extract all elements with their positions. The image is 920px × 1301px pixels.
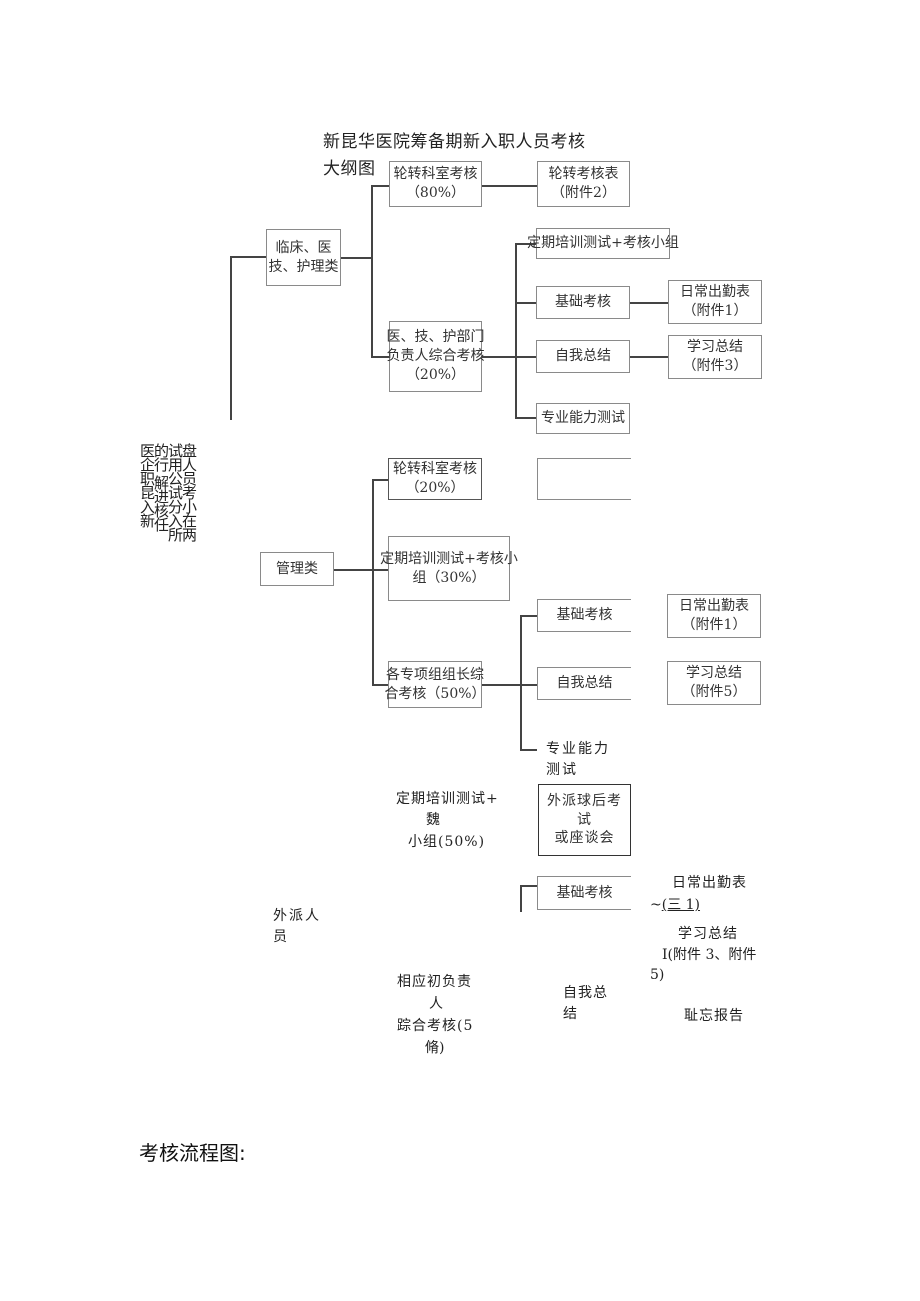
node-line: 基础考核 bbox=[555, 294, 611, 311]
node-line: 轮转考核表 bbox=[548, 166, 619, 183]
node-line: 学习总结 bbox=[687, 339, 743, 356]
node-line: 试 bbox=[577, 811, 592, 828]
node-line: 轮转科室考核 bbox=[393, 461, 477, 478]
node-line: （附件1） bbox=[682, 303, 748, 319]
node-line: 基础考核 bbox=[556, 607, 613, 624]
node-line: 技、护理类 bbox=[268, 258, 339, 275]
node-line: 临床、医 bbox=[275, 239, 332, 256]
clinical-professional-node: 专业能力测试 bbox=[536, 403, 630, 434]
node-line: 日常出勤表 bbox=[679, 598, 749, 615]
node-line: 或座谈会 bbox=[554, 830, 615, 847]
external-training-line3: 小组(50%) bbox=[408, 834, 486, 850]
side-note-col: 医企职昆入新 bbox=[138, 443, 156, 527]
external-self-summary-line2: 结 bbox=[563, 1006, 577, 1022]
management-study-summary-node: 学习总结 （附件5） bbox=[667, 661, 761, 705]
node-line: （20%） bbox=[405, 480, 465, 496]
node-line: 轮转科室考核 bbox=[393, 166, 478, 183]
attendance-prefix: ~ bbox=[650, 897, 662, 913]
node-line: 基础考核 bbox=[556, 884, 613, 901]
node-line: 负责人综合考核 bbox=[386, 348, 485, 365]
clinical-training-node: 定期培训测试+考核小组 bbox=[527, 228, 679, 259]
external-basic-node: 基础考核 bbox=[537, 876, 631, 910]
node-line: （80%） bbox=[405, 185, 466, 201]
node-line: （附件3） bbox=[682, 358, 748, 374]
node-line: （附件2） bbox=[551, 185, 616, 201]
external-attendance-line1: 日常出勤表 bbox=[672, 875, 747, 891]
external-heads-line2: 人 bbox=[429, 996, 443, 1012]
management-category-node: 管理类 bbox=[260, 552, 334, 586]
management-rotation-node: 轮转科室考核 （20%） bbox=[388, 458, 482, 500]
node-line: 管理类 bbox=[276, 560, 318, 577]
external-category-line2: 员 bbox=[273, 929, 287, 945]
clinical-rotation-form-node: 轮转考核表 （附件2） bbox=[537, 161, 630, 207]
external-heads-line1: 相应初负责 bbox=[397, 974, 472, 990]
external-self-summary-line1: 自我总 bbox=[563, 985, 608, 1001]
management-self-summary-node: 自我总结 bbox=[537, 667, 631, 700]
external-study-summary-line3: 5) bbox=[650, 967, 665, 983]
clinical-heads-review-node: 医、技、护部门 负责人综合考核 （20%） bbox=[386, 321, 485, 392]
side-note-col: 试用公试分入所 bbox=[166, 443, 184, 541]
external-training-line1: 定期培训测试+ bbox=[396, 791, 499, 807]
external-category-line1: 外派人 bbox=[273, 908, 321, 924]
external-study-summary-line1: 学习总结 bbox=[678, 926, 738, 942]
management-placeholder-node bbox=[537, 458, 631, 500]
diagram-title: 新昆华医院筹备期新入职人员考核 bbox=[323, 132, 586, 152]
node-line: 专业能力测试 bbox=[541, 410, 625, 427]
side-note-col: 盘人员考小在两 bbox=[180, 443, 198, 541]
attendance-ref: (三 1) bbox=[661, 897, 701, 913]
external-heads-line3: 踪合考核(5 bbox=[397, 1018, 474, 1034]
node-line: 自我总结 bbox=[555, 348, 611, 365]
management-professional-line2: 测试 bbox=[546, 762, 578, 778]
external-attendance-line2: ~(三 1) bbox=[650, 895, 700, 915]
node-line: （附件5） bbox=[681, 684, 747, 700]
external-heads-line4: 脩) bbox=[425, 1040, 445, 1056]
node-line: 日常出勤表 bbox=[680, 284, 750, 301]
flowchart-heading: 考核流程图: bbox=[139, 1141, 246, 1165]
external-return-exam-node: 外派球后考 试 或座谈会 bbox=[538, 784, 631, 856]
clinical-rotation-node: 轮转科室考核 （80%） bbox=[389, 161, 482, 207]
clinical-attendance-node: 日常出勤表 （附件1） bbox=[668, 280, 762, 324]
node-line: 自我总结 bbox=[556, 675, 613, 692]
side-note-col: 的行 解进核任 bbox=[152, 443, 170, 531]
external-report: 耻忘报告 bbox=[684, 1008, 744, 1024]
management-training-node: 定期培训测试+考核小 组（30%） bbox=[380, 536, 518, 601]
clinical-study-summary-node: 学习总结 （附件3） bbox=[668, 335, 762, 379]
node-line: 合考核（50%） bbox=[384, 685, 486, 702]
node-line: 学习总结 bbox=[686, 665, 742, 682]
node-line: 组（30%） bbox=[412, 569, 486, 586]
management-professional-line1: 专业能力 bbox=[546, 741, 610, 757]
node-line: 定期培训测试+考核小 bbox=[380, 550, 518, 567]
node-line: 定期培训测试+考核小组 bbox=[527, 235, 679, 252]
external-study-summary-line2: I(附件 3、附件 bbox=[662, 947, 757, 963]
external-training-line2: 魏 bbox=[426, 812, 440, 828]
node-line: 各专项组组长综 bbox=[386, 666, 484, 683]
clinical-category-node: 临床、医 技、护理类 bbox=[266, 229, 341, 286]
node-line: （20%） bbox=[405, 366, 466, 383]
clinical-basic-node: 基础考核 bbox=[536, 286, 630, 319]
management-leaders-review-node: 各专项组组长综 合考核（50%） bbox=[384, 661, 486, 708]
management-attendance-node: 日常出勤表 （附件1） bbox=[667, 594, 761, 638]
node-line: 外派球后考 bbox=[547, 792, 622, 809]
clinical-self-summary-node: 自我总结 bbox=[536, 340, 630, 373]
node-line: 医、技、护部门 bbox=[386, 329, 485, 346]
diagram-subtitle: 大纲图 bbox=[323, 159, 376, 179]
node-line: （附件1） bbox=[681, 617, 747, 633]
management-basic-node: 基础考核 bbox=[537, 599, 631, 632]
